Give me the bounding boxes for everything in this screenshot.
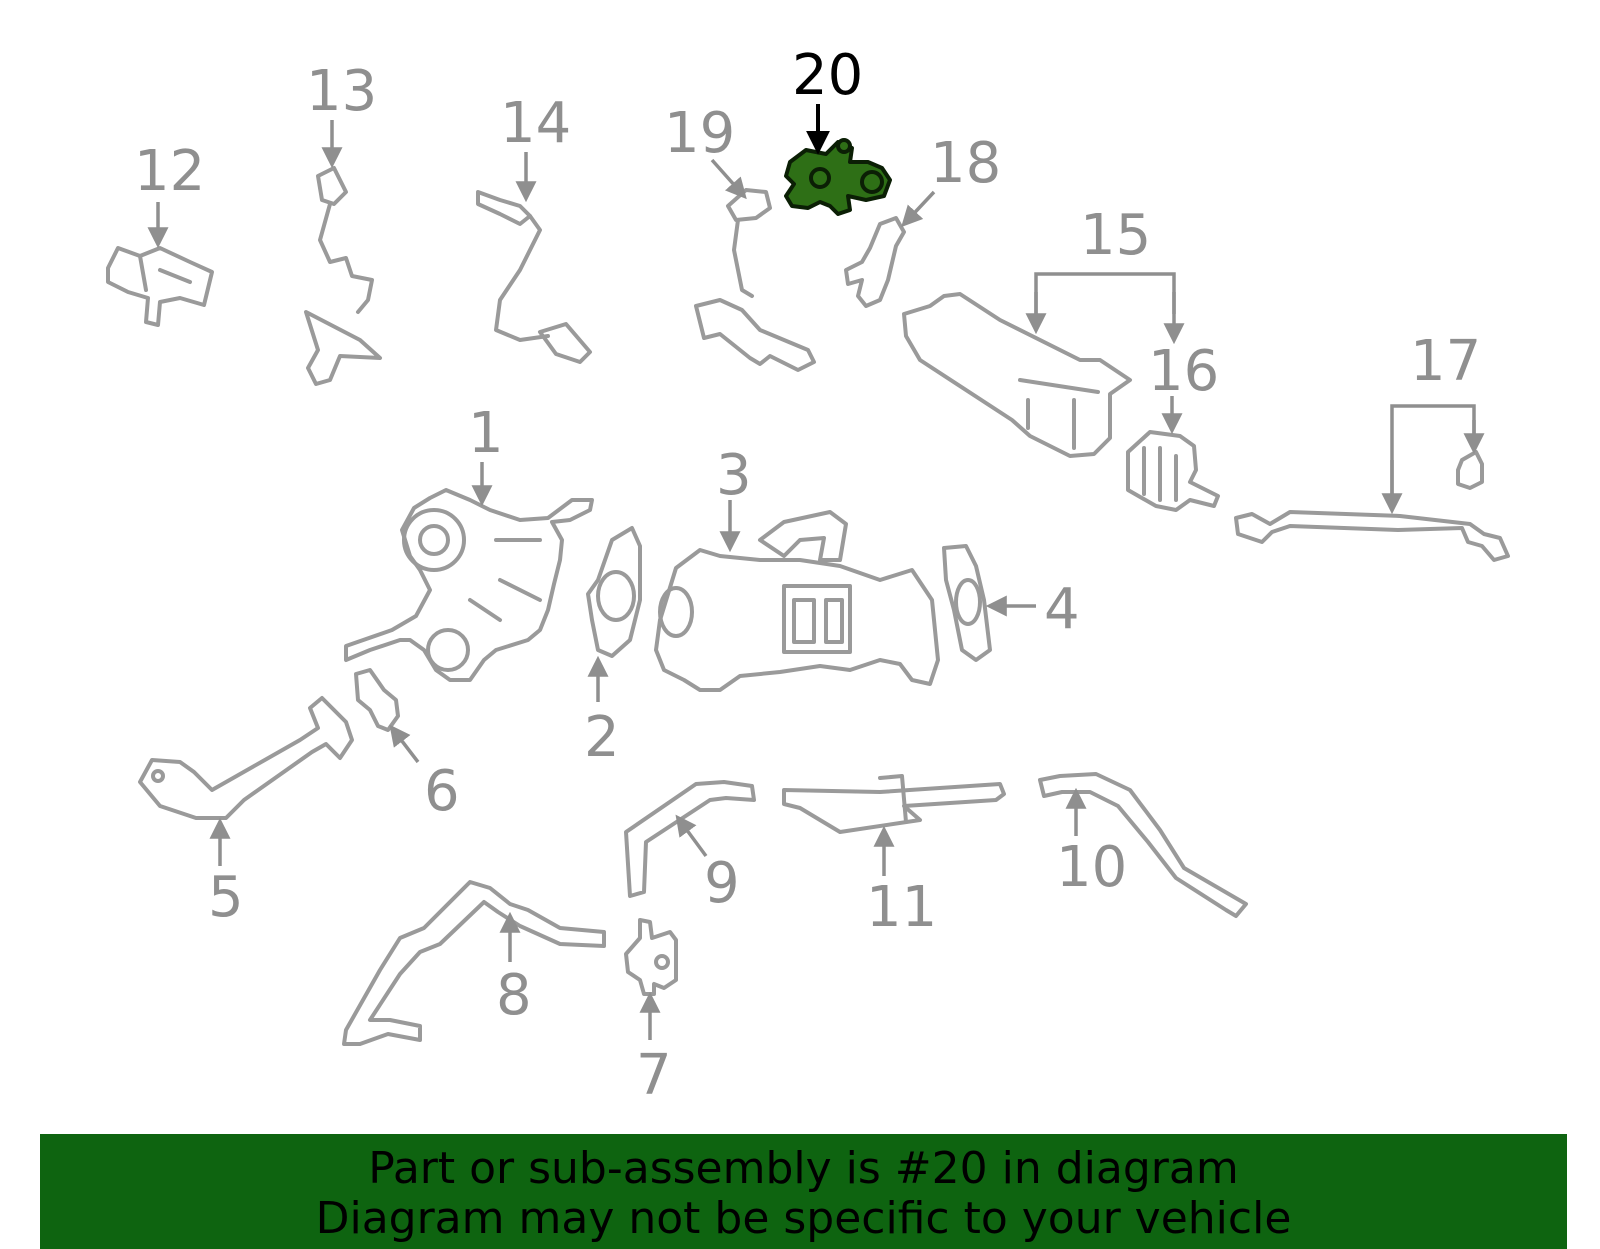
callout-4: 4: [1044, 577, 1080, 642]
callout-5: 5: [208, 865, 244, 930]
part-19-sensor[interactable]: 19: [664, 101, 816, 372]
callout-15: 15: [1080, 203, 1151, 268]
part-13-oxygen-sensor[interactable]: 13: [304, 59, 382, 386]
callout-6: 6: [424, 759, 460, 824]
info-banner: Part or sub-assembly is #20 in diagram D…: [40, 1134, 1567, 1249]
part-9-hose[interactable]: 9: [624, 780, 756, 916]
part-3-egr-cooler[interactable]: 3: [654, 443, 940, 692]
callout-1: 1: [468, 401, 504, 466]
callout-8: 8: [496, 963, 532, 1028]
part-16-valve[interactable]: 16: [1126, 339, 1220, 512]
part-12-sensor[interactable]: 12: [106, 139, 214, 327]
part-11-bracket[interactable]: 11: [782, 774, 1006, 940]
part-18-fitting[interactable]: 18: [844, 131, 1001, 308]
callout-20: 20: [792, 43, 863, 108]
callout-18: 18: [930, 131, 1001, 196]
callout-10: 10: [1056, 835, 1127, 900]
banner-line-1: Part or sub-assembly is #20 in diagram: [368, 1143, 1239, 1194]
part-6-gasket[interactable]: 6: [354, 668, 460, 824]
part-10-hose[interactable]: 10: [1038, 772, 1248, 918]
part-14-oxygen-sensor[interactable]: 14: [476, 91, 592, 364]
callout-11: 11: [866, 875, 937, 940]
callout-9: 9: [704, 851, 740, 916]
callout-12: 12: [134, 139, 205, 204]
callout-3: 3: [716, 443, 752, 508]
callout-19: 19: [664, 101, 735, 166]
callout-14: 14: [500, 91, 571, 156]
part-7-clamp[interactable]: 7: [624, 918, 678, 1108]
part-8-pipe[interactable]: 8: [342, 880, 606, 1046]
part-5-pipe[interactable]: 5: [138, 696, 354, 930]
callout-17: 17: [1410, 329, 1481, 394]
callout-7: 7: [636, 1043, 672, 1108]
part-15-canister[interactable]: 15: [902, 203, 1185, 458]
callout-13: 13: [306, 59, 377, 124]
part-2-gasket[interactable]: 2: [584, 526, 642, 770]
part-1-egr-valve[interactable]: 1: [344, 401, 594, 682]
parts-diagram: 12 13 14 19 20 18: [106, 43, 1510, 1108]
banner-line-2: Diagram may not be specific to your vehi…: [315, 1193, 1292, 1244]
part-17-hose[interactable]: 17: [1234, 329, 1510, 562]
callout-2: 2: [584, 705, 620, 770]
part-20-valve-highlighted[interactable]: 20: [784, 43, 892, 216]
callout-16: 16: [1148, 339, 1219, 404]
part-4-gasket[interactable]: 4: [942, 544, 1080, 662]
